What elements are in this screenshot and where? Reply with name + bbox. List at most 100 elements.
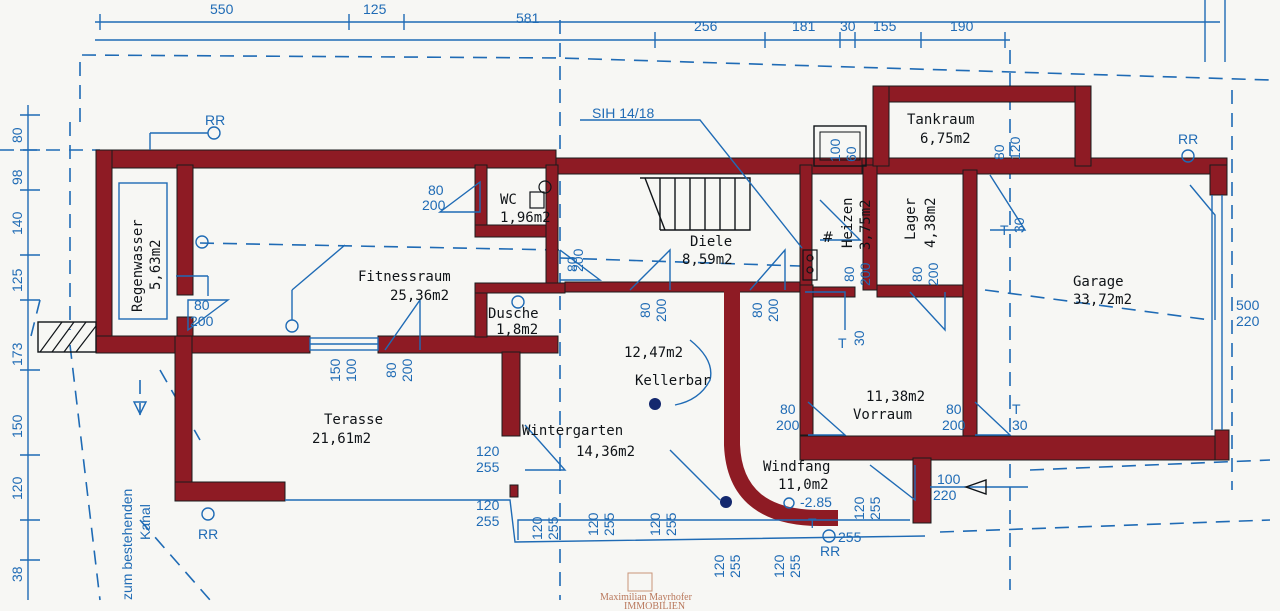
svg-text:200: 200: [570, 248, 586, 272]
watermark-subtext: IMMOBILIEN: [624, 601, 685, 611]
svg-text:80: 80: [946, 401, 962, 417]
svg-text:T: T: [1000, 222, 1009, 238]
svg-text:200: 200: [765, 298, 781, 322]
svg-text:T: T: [1012, 401, 1021, 417]
svg-text:255: 255: [727, 554, 743, 578]
left-dimension-chain: 80 98 140 125 173 150 120 38: [9, 105, 40, 600]
svg-text:255: 255: [867, 496, 883, 520]
svg-text:80: 80: [991, 144, 1007, 160]
svg-text:255: 255: [601, 512, 617, 536]
left-dim-8: 38: [9, 566, 25, 582]
svg-text:30: 30: [851, 330, 867, 346]
svg-text:200: 200: [399, 358, 415, 382]
svg-text:255: 255: [476, 459, 500, 475]
left-dim-7: 120: [9, 476, 25, 500]
svg-text:120: 120: [476, 443, 500, 459]
svg-text:200: 200: [857, 262, 873, 286]
svg-text:500: 500: [1236, 297, 1260, 313]
svg-text:220: 220: [1236, 313, 1260, 329]
room-windfang-name: Windfang: [763, 459, 830, 475]
svg-text:120: 120: [476, 497, 500, 513]
svg-text:30: 30: [1011, 217, 1027, 233]
top-dim-5: 181: [792, 18, 816, 34]
opening-dusche: 80 200: [564, 248, 586, 272]
rr-label-1: RR: [205, 112, 225, 128]
opening-wintergarten-corner: 120 255: [476, 497, 500, 529]
svg-text:80: 80: [383, 362, 399, 378]
opening-regenwasser: 80 200: [190, 297, 214, 329]
svg-text:80: 80: [428, 182, 444, 198]
room-diele-area: 8,59m2: [682, 252, 733, 268]
room-diele-name: Diele: [690, 234, 732, 250]
dashed-outlines: [0, 20, 1271, 601]
svg-text:100: 100: [827, 138, 843, 162]
svg-text:220: 220: [933, 487, 957, 503]
boiler-icon: #: [822, 230, 834, 246]
top-dim-1: 550: [210, 1, 234, 17]
svg-text:120: 120: [529, 516, 545, 540]
svg-text:150: 150: [327, 358, 343, 382]
room-heizen-area: 3,75m2: [858, 199, 874, 250]
room-dusche-area: 1,8m2: [496, 322, 538, 338]
top-dimension-chain: 550 125 581 256 181 30 155 190: [95, 0, 1226, 62]
room-lager-name: Lager: [903, 198, 919, 240]
svg-text:T: T: [808, 515, 817, 531]
room-wc-area: 1,96m2: [500, 210, 551, 226]
top-dim-6: 30: [840, 18, 856, 34]
room-kellerbar-area: 12,47m2: [624, 345, 683, 361]
svg-text:60: 60: [843, 146, 859, 162]
room-regenwasser-name: Regenwasser: [130, 219, 146, 312]
opening-wintergarten-side: 120 255: [476, 443, 500, 475]
svg-text:120: 120: [647, 512, 663, 536]
room-heizen-name: Heizen: [840, 197, 856, 248]
opening-wintergarten-front-3: 120 255: [647, 512, 679, 536]
room-tankraum-area: 6,75m2: [920, 131, 971, 147]
svg-text:200: 200: [942, 417, 966, 433]
left-dim-4: 125: [9, 268, 25, 292]
room-wc-name: WC: [500, 192, 517, 208]
svg-text:120: 120: [585, 512, 601, 536]
room-vorraum-name: Vorraum: [853, 407, 912, 423]
room-wintergarten-area: 14,36m2: [576, 444, 635, 460]
curved-wall: [724, 284, 838, 526]
svg-text:100: 100: [937, 471, 961, 487]
room-wintergarten-name: Wintergarten: [522, 423, 623, 439]
left-dim-6: 150: [9, 414, 25, 438]
left-dim-1: 80: [9, 127, 25, 143]
opening-heizen-vent: 100 60: [827, 138, 859, 162]
svg-text:T: T: [838, 335, 847, 351]
top-dim-8: 190: [950, 18, 974, 34]
opening-entry: 100 220: [933, 471, 961, 503]
svg-text:80: 80: [841, 266, 857, 282]
rr-label-2: RR: [1178, 131, 1198, 147]
room-dusche-name: Dusche: [488, 306, 539, 322]
watermark: Maximilian Mayrhofer IMMOBILIEN: [600, 572, 693, 611]
svg-text:200: 200: [776, 417, 800, 433]
opening-garage-door: 500 220: [1236, 297, 1260, 329]
top-dim-2: 125: [363, 1, 387, 17]
opening-wintergarten-front-2: 120 255: [585, 512, 617, 536]
opening-vorraum-right: 80 200 T 30: [942, 401, 1028, 433]
watermark-text: Maximilian Mayrhofer: [600, 592, 693, 603]
annotations: SIH 14/18 RR RR RR RR zum bestehenden Ka…: [119, 105, 1260, 600]
svg-text:200: 200: [190, 313, 214, 329]
opening-windfang-front: 120 255: [771, 554, 803, 578]
svg-text:120: 120: [1007, 136, 1023, 160]
room-lager-area: 4,38m2: [923, 197, 939, 248]
top-dim-4: 256: [694, 18, 718, 34]
kanal-label-1: zum bestehenden: [119, 489, 135, 600]
room-garage-name: Garage: [1073, 274, 1124, 290]
sih-label: SIH 14/18: [592, 105, 654, 121]
opening-windfang-side: 120 255: [851, 496, 883, 520]
svg-text:200: 200: [422, 197, 446, 213]
opening-windfang-corner: T 255: [808, 515, 862, 545]
svg-text:120: 120: [851, 496, 867, 520]
room-tankraum-name: Tankraum: [907, 112, 974, 128]
svg-text:120: 120: [771, 554, 787, 578]
svg-text:80: 80: [749, 302, 765, 318]
room-terasse-name: Terasse: [324, 412, 383, 428]
opening-wintergarten-front-4: 120 255: [711, 554, 743, 578]
opening-terasse: 80 200: [383, 358, 415, 382]
left-dim-5: 173: [9, 342, 25, 366]
